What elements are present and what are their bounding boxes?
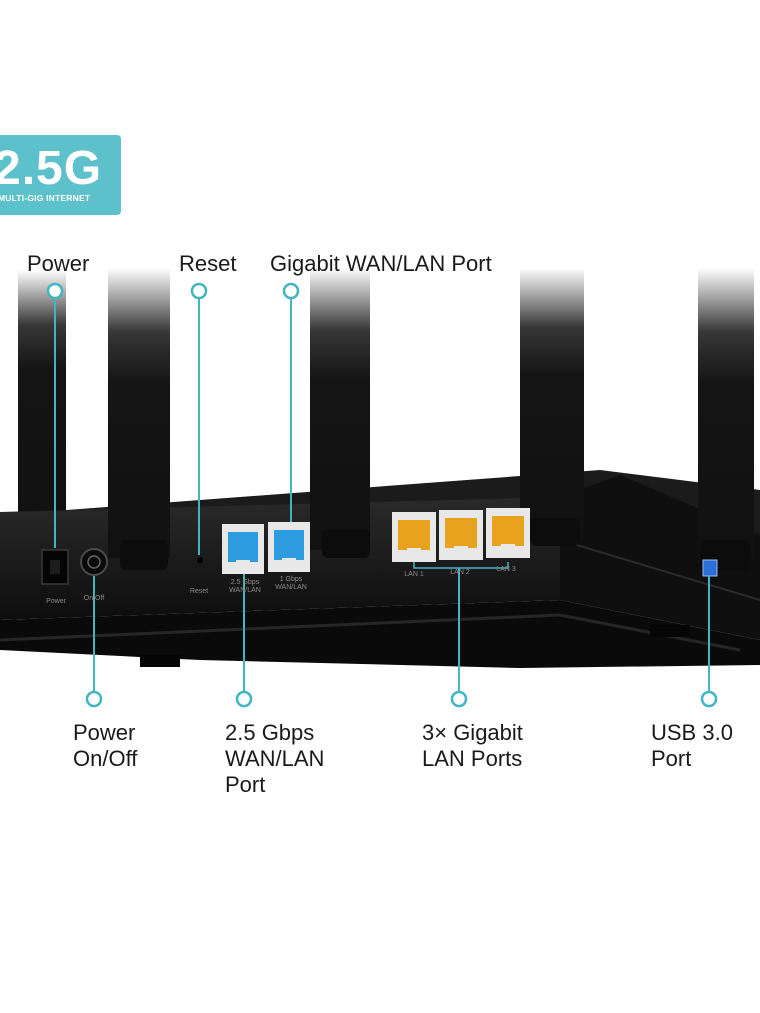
label-reset: Reset bbox=[179, 251, 237, 276]
antenna-front-3 bbox=[520, 268, 584, 546]
callout-lan-marker bbox=[450, 568, 468, 708]
antenna-front-1 bbox=[108, 268, 170, 570]
label-gigabit-wan-lan: Gigabit WAN/LAN Port bbox=[270, 251, 492, 276]
device-label-onoff: On/Off bbox=[83, 595, 105, 602]
device-label-power: Power bbox=[46, 598, 66, 605]
callout-2-5g-marker bbox=[235, 574, 253, 708]
label-power-onoff: Power On/Off bbox=[73, 720, 138, 771]
multi-gig-badge: 2.5G MULTI-GIG INTERNET bbox=[0, 135, 121, 215]
power-button bbox=[80, 548, 108, 576]
usb-port bbox=[702, 559, 718, 577]
device-label-wan-2-5: 2.5 Gbps WAN/LAN bbox=[229, 579, 261, 594]
label-2-5g-wan-lan: 2.5 Gbps WAN/LAN Port bbox=[225, 720, 325, 797]
antenna-back-left bbox=[18, 270, 66, 520]
callout-onoff-marker bbox=[85, 576, 103, 708]
port-lan-2 bbox=[439, 510, 483, 560]
device-label-lan1: LAN 1 bbox=[404, 571, 424, 578]
label-lan-ports: 3× Gigabit LAN Ports bbox=[422, 720, 523, 771]
callout-reset-marker bbox=[190, 282, 208, 555]
device-label-lan3: LAN 3 bbox=[496, 566, 516, 573]
port-lan-3 bbox=[486, 508, 530, 558]
reset-hole bbox=[197, 557, 203, 563]
callout-power-marker bbox=[46, 282, 64, 548]
power-jack bbox=[41, 549, 69, 585]
antenna-front-2 bbox=[310, 268, 370, 558]
port-1g-wan bbox=[268, 522, 310, 572]
badge-title: 2.5G bbox=[0, 142, 103, 195]
label-usb: USB 3.0 Port bbox=[651, 720, 733, 771]
device-label-lan2: LAN 2 bbox=[450, 569, 470, 576]
port-2-5g-wan bbox=[222, 524, 264, 574]
device-label-wan-1: 1 Gbps WAN/LAN bbox=[275, 576, 307, 591]
badge-subtitle: MULTI-GIG INTERNET bbox=[0, 193, 91, 203]
label-power: Power bbox=[27, 251, 90, 276]
callout-usb-marker bbox=[700, 576, 718, 708]
port-lan-1 bbox=[392, 512, 436, 562]
device-label-reset: Reset bbox=[189, 588, 209, 595]
callout-gigabit-wan-marker bbox=[282, 282, 300, 522]
antenna-front-4 bbox=[698, 268, 754, 570]
